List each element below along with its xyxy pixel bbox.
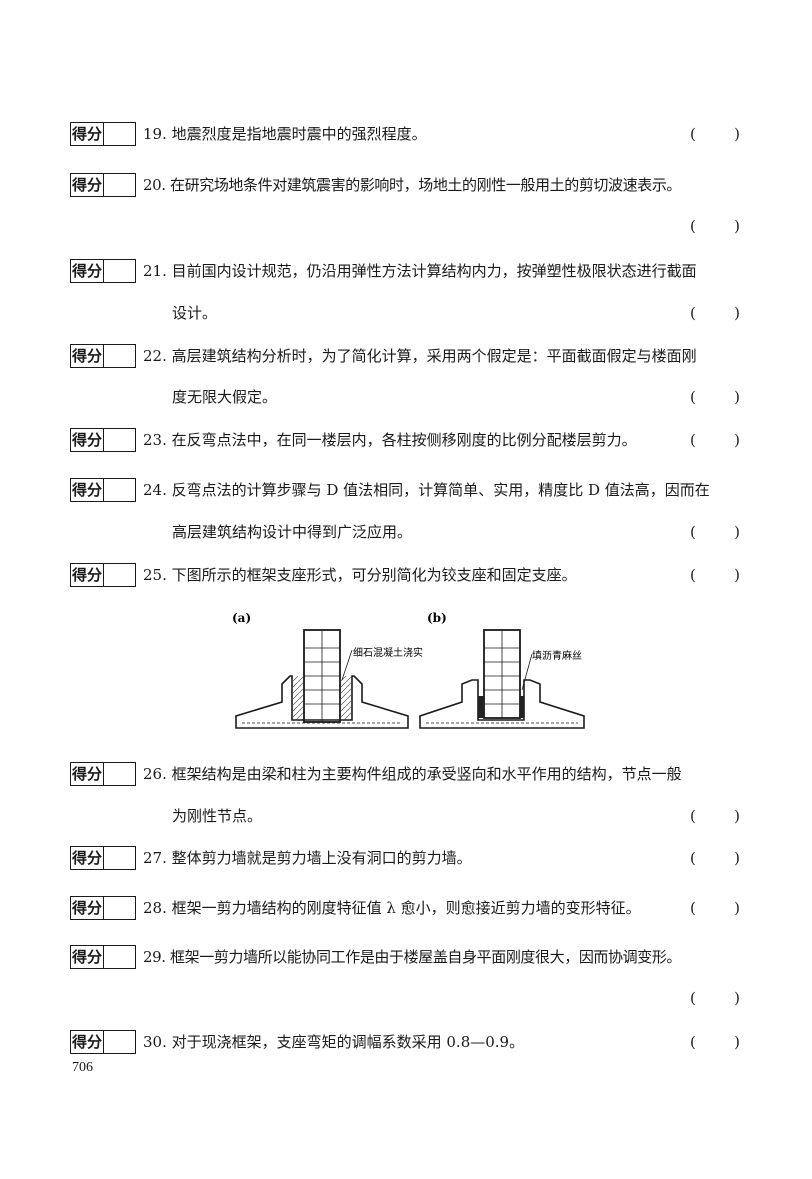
footing-a (235, 629, 409, 729)
score-box: 得分 (70, 344, 136, 368)
score-box: 得分 (70, 1030, 136, 1054)
question-text-cont: 为刚性节点。 (172, 807, 263, 825)
score-label: 得分 (71, 763, 104, 785)
question-text: 23. 在反弯点法中，在同一楼层内，各柱按侧移刚度的比例分配楼层剪力。 (143, 431, 637, 449)
question-text: 24. 反弯点法的计算步骤与 D 值法相同，计算简单、实用，精度比 D 值法高，… (143, 481, 710, 499)
score-label: 得分 (71, 564, 104, 586)
score-label: 得分 (71, 847, 104, 869)
answer-parens[interactable]: () (690, 989, 740, 1007)
figure-note-b: 填沥青麻丝 (532, 649, 582, 662)
score-input[interactable] (104, 564, 135, 586)
score-input[interactable] (104, 763, 135, 785)
score-label: 得分 (71, 897, 104, 919)
question-text-cont: 度无限大假定。 (172, 388, 278, 406)
score-input[interactable] (104, 946, 135, 968)
question-text-cont: 高层建筑结构设计中得到广泛应用。 (172, 523, 413, 541)
score-input[interactable] (104, 429, 135, 451)
answer-parens[interactable]: () (690, 388, 740, 406)
score-box: 得分 (70, 563, 136, 587)
answer-parens[interactable]: () (690, 849, 740, 867)
score-box: 得分 (70, 846, 136, 870)
question-text: 29. 框架一剪力墙所以能协同工作是由于楼屋盖自身平面刚度很大，因而协调变形。 (143, 948, 682, 966)
answer-parens[interactable]: () (690, 899, 740, 917)
answer-parens[interactable]: () (690, 523, 740, 541)
score-box: 得分 (70, 896, 136, 920)
score-input[interactable] (104, 345, 135, 367)
question-text: 27. 整体剪力墙就是剪力墙上没有洞口的剪力墙。 (143, 849, 472, 867)
question-text: 30. 对于现浇框架，支座弯矩的调幅系数采用 0.8—0.9。 (143, 1033, 525, 1051)
answer-parens[interactable]: () (690, 807, 740, 825)
score-label: 得分 (71, 479, 104, 501)
score-label: 得分 (71, 260, 104, 282)
figure-label-b: (b) (427, 611, 447, 625)
score-box: 得分 (70, 945, 136, 969)
score-input[interactable] (104, 1031, 135, 1053)
score-box: 得分 (70, 122, 136, 146)
question-text-cont: 设计。 (172, 304, 218, 322)
footing-b (419, 629, 585, 729)
score-input[interactable] (104, 174, 135, 196)
score-label: 得分 (71, 123, 104, 145)
score-box: 得分 (70, 259, 136, 283)
question-text: 26. 框架结构是由梁和柱为主要构件组成的承受竖向和水平作用的结构，节点一般 (143, 765, 682, 783)
score-box: 得分 (70, 428, 136, 452)
score-label: 得分 (71, 1031, 104, 1053)
score-label: 得分 (71, 345, 104, 367)
score-box: 得分 (70, 478, 136, 502)
score-label: 得分 (71, 946, 104, 968)
answer-parens[interactable]: () (690, 566, 740, 584)
score-label: 得分 (71, 429, 104, 451)
question-text: 28. 框架一剪力墙结构的刚度特征值 λ 愈小，则愈接近剪力墙的变形特征。 (143, 899, 641, 917)
page-number: 706 (72, 1060, 93, 1075)
answer-parens[interactable]: () (690, 304, 740, 322)
question-text: 22. 高层建筑结构分析时，为了简化计算，采用两个假定是：平面截面假定与楼面刚 (143, 347, 697, 365)
footing-drawing: (a) 细石混凝土浇实 (b) (232, 611, 585, 729)
question-text: 25. 下图所示的框架支座形式，可分别简化为铰支座和固定支座。 (143, 566, 577, 584)
support-figure: (a) 细石混凝土浇实 (b) (232, 610, 602, 735)
score-input[interactable] (104, 479, 135, 501)
answer-parens[interactable]: () (690, 1033, 740, 1051)
score-input[interactable] (104, 897, 135, 919)
answer-parens[interactable]: () (690, 125, 740, 143)
score-label: 得分 (71, 174, 104, 196)
question-text: 21. 目前国内设计规范，仍沿用弹性方法计算结构内力，按弹塑性极限状态进行截面 (143, 262, 697, 280)
score-input[interactable] (104, 260, 135, 282)
question-text: 20. 在研究场地条件对建筑震害的影响时，场地土的刚性一般用土的剪切波速表示。 (143, 176, 682, 194)
score-box: 得分 (70, 173, 136, 197)
score-input[interactable] (104, 847, 135, 869)
answer-parens[interactable]: () (690, 217, 740, 235)
figure-note-a: 细石混凝土浇实 (353, 646, 423, 659)
answer-parens[interactable]: () (690, 431, 740, 449)
score-box: 得分 (70, 762, 136, 786)
figure-label-a: (a) (232, 611, 251, 625)
question-text: 19. 地震烈度是指地震时震中的强烈程度。 (143, 125, 427, 143)
score-input[interactable] (104, 123, 135, 145)
